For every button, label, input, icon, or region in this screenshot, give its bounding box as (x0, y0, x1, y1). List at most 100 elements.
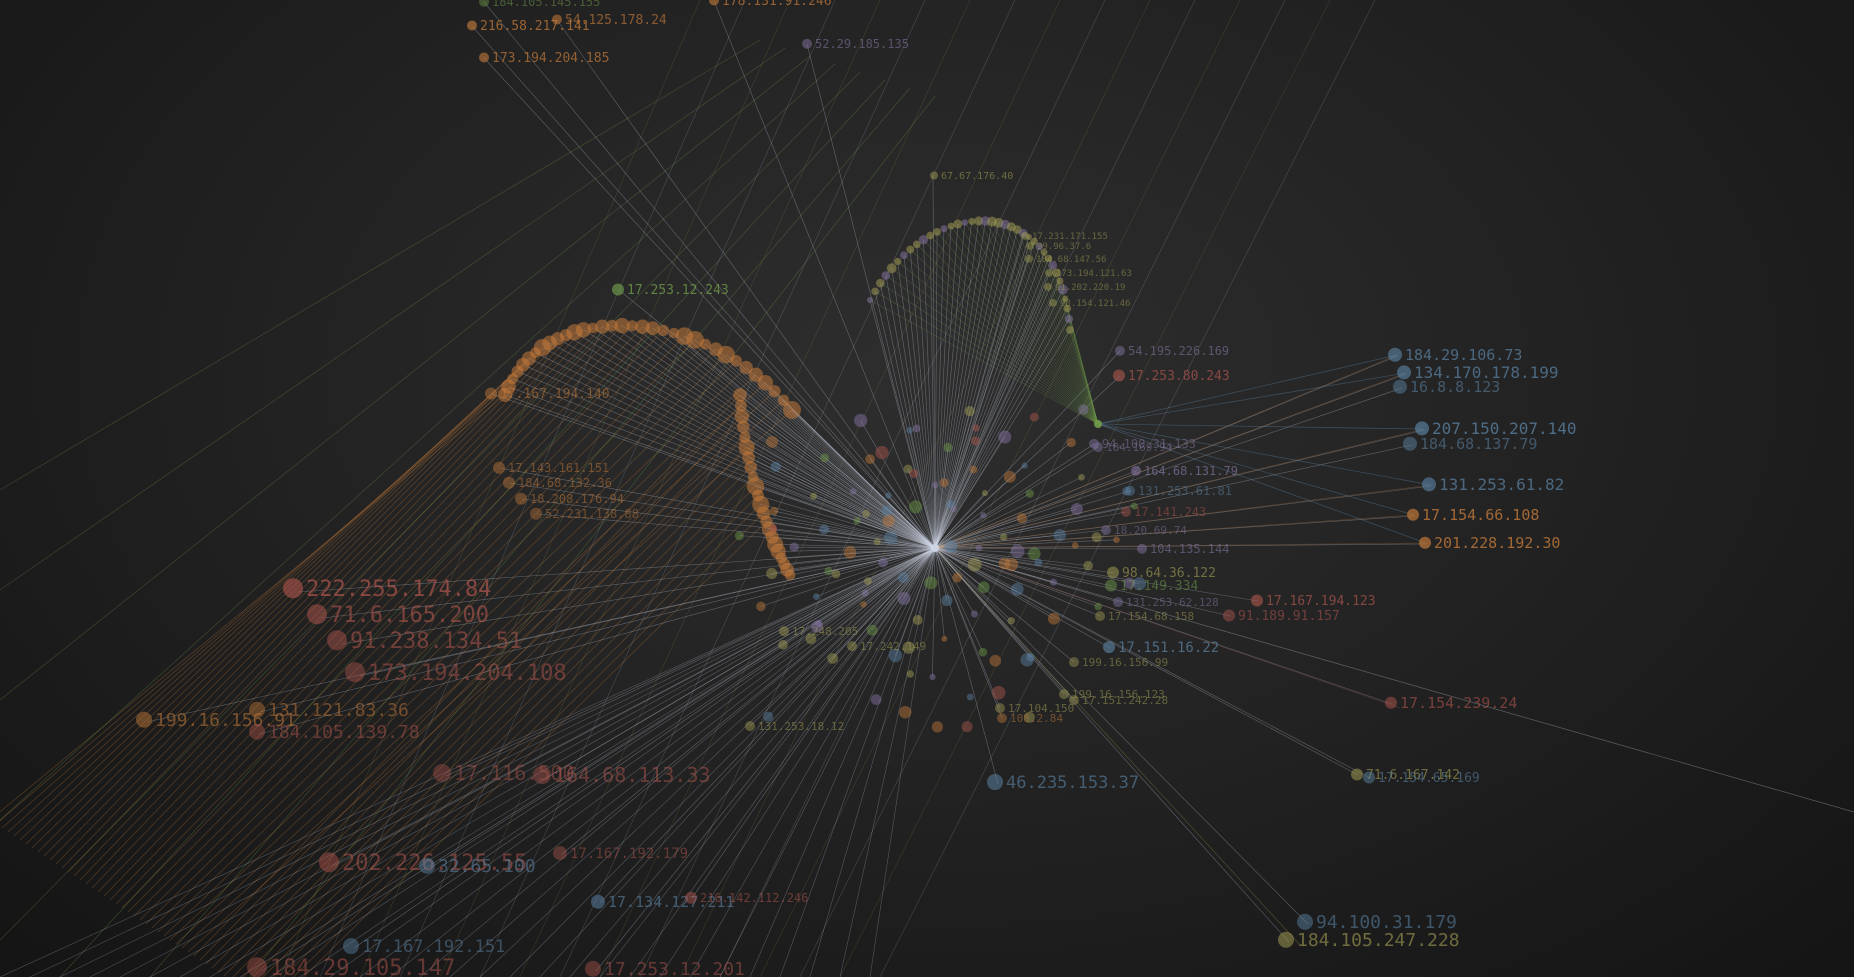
node-dot[interactable] (1004, 557, 1019, 572)
graph-node[interactable]: 32.65.100 (419, 856, 536, 877)
graph-node[interactable]: 17.253.80.243 (1113, 369, 1230, 384)
node-dot[interactable] (1351, 768, 1363, 781)
node-dot[interactable] (756, 601, 766, 612)
node-dot[interactable] (585, 960, 601, 977)
node-dot[interactable] (881, 505, 893, 516)
node-dot[interactable] (866, 296, 874, 304)
node-dot[interactable] (1007, 617, 1015, 625)
graph-node[interactable]: 17.253.12.243 (612, 283, 729, 298)
node-dot[interactable] (734, 399, 747, 412)
graph-node[interactable]: 199.16.156.123 (1059, 688, 1165, 701)
node-dot[interactable] (530, 507, 542, 520)
graph-node[interactable]: 91.238.134.51 (327, 629, 522, 654)
graph-node[interactable]: 173.194.204.108 (345, 661, 567, 686)
node-dot[interactable] (1113, 369, 1125, 382)
graph-node[interactable]: 131.253.61.82 (1422, 475, 1564, 494)
node-dot[interactable] (931, 721, 944, 733)
node-dot[interactable] (1113, 597, 1123, 608)
node-dot[interactable] (885, 492, 892, 499)
node-dot[interactable] (770, 461, 781, 472)
graph-node[interactable]: 54.195.226.169 (1115, 344, 1229, 358)
graph-node[interactable]: 17.154.65.169 (1363, 771, 1480, 786)
graph-node[interactable]: 52.29.185.135 (802, 37, 909, 51)
graph-node[interactable]: 54.125.178.24 (552, 13, 667, 28)
node-dot[interactable] (930, 171, 938, 180)
graph-node[interactable]: 184.29.106.73 (1388, 346, 1522, 364)
node-dot[interactable] (327, 630, 347, 651)
node-dot[interactable] (614, 317, 630, 334)
node-dot[interactable] (1034, 558, 1043, 567)
node-dot[interactable] (595, 319, 610, 334)
node-dot[interactable] (903, 464, 913, 474)
graph-node[interactable]: 18.20.69.74 (1101, 524, 1187, 537)
graph-node[interactable]: 99.96.37.6 (1026, 241, 1091, 252)
node-dot[interactable] (995, 703, 1005, 714)
node-dot[interactable] (843, 546, 857, 559)
node-dot[interactable] (941, 594, 953, 607)
graph-node[interactable]: 17.143.161.151 (493, 461, 609, 475)
graph-node[interactable]: 131.121.83.36 (249, 700, 409, 721)
node-dot[interactable] (1059, 689, 1069, 700)
node-dot[interactable] (1021, 462, 1028, 469)
node-dot[interactable] (733, 388, 747, 402)
node-dot[interactable] (1064, 314, 1074, 324)
node-dot[interactable] (1044, 254, 1053, 263)
graph-node[interactable]: 202.226.125.55 (319, 851, 527, 876)
node-dot[interactable] (283, 578, 303, 599)
graph-node[interactable]: 17.154.239.24 (1385, 694, 1517, 712)
node-dot[interactable] (1124, 577, 1136, 589)
node-dot[interactable] (970, 436, 981, 446)
node-dot[interactable] (783, 401, 801, 419)
node-dot[interactable] (789, 542, 799, 552)
node-dot[interactable] (978, 647, 988, 657)
graph-node[interactable]: 199.16.156.99 (1069, 656, 1168, 669)
graph-node[interactable]: 71.6.165.200 (307, 603, 489, 628)
node-dot[interactable] (940, 225, 948, 233)
node-dot[interactable] (1095, 611, 1105, 622)
node-dot[interactable] (1003, 470, 1016, 483)
graph-node[interactable]: 17.154.66.108 (1407, 506, 1539, 524)
graph-node[interactable]: 94.100.31.179 (1297, 912, 1457, 933)
node-dot[interactable] (1132, 577, 1146, 591)
graph-node[interactable]: 178.131.91.246 (709, 0, 832, 9)
graph-node[interactable]: 164.68.131.79 (1131, 464, 1238, 478)
graph-node[interactable]: 17.242.149 (847, 640, 926, 653)
node-dot[interactable] (1251, 594, 1263, 607)
node-dot[interactable] (1010, 544, 1025, 559)
node-dot[interactable] (875, 278, 885, 288)
node-dot[interactable] (757, 375, 774, 391)
node-dot[interactable] (1137, 543, 1147, 554)
node-dot[interactable] (1105, 579, 1117, 592)
node-dot[interactable] (479, 0, 489, 7)
node-dot[interactable] (805, 633, 817, 645)
graph-node[interactable]: 91.189.91.157 (1223, 609, 1340, 624)
node-dot[interactable] (744, 460, 758, 474)
node-dot[interactable] (900, 251, 908, 260)
graph-node[interactable]: 184.169.94 (1093, 441, 1173, 454)
node-dot[interactable] (878, 557, 889, 568)
node-dot[interactable] (778, 639, 788, 650)
node-dot[interactable] (906, 670, 914, 678)
node-dot[interactable] (980, 512, 987, 519)
node-dot[interactable] (479, 52, 489, 63)
node-dot[interactable] (1278, 931, 1294, 948)
node-dot[interactable] (1049, 298, 1057, 307)
node-dot[interactable] (926, 231, 935, 240)
node-dot[interactable] (657, 324, 670, 336)
graph-node[interactable]: 184.68.147.56 (1025, 254, 1106, 265)
node-dot[interactable] (811, 620, 823, 633)
node-dot[interactable] (626, 320, 638, 332)
node-dot[interactable] (1063, 304, 1072, 313)
node-dot[interactable] (1056, 277, 1064, 285)
node-dot[interactable] (866, 624, 878, 636)
graph-node[interactable]: 17.248.205 (779, 625, 858, 638)
graph-node[interactable]: 94.100.31.133 (1089, 437, 1196, 451)
node-dot[interactable] (1069, 657, 1079, 668)
node-dot[interactable] (886, 263, 897, 274)
node-dot[interactable] (1045, 268, 1053, 277)
node-dot[interactable] (1070, 503, 1083, 516)
node-dot[interactable] (1048, 260, 1058, 270)
node-dot[interactable] (247, 957, 267, 977)
graph-node[interactable]: 17.151.16.22 (1103, 640, 1219, 656)
node-dot[interactable] (802, 38, 812, 49)
